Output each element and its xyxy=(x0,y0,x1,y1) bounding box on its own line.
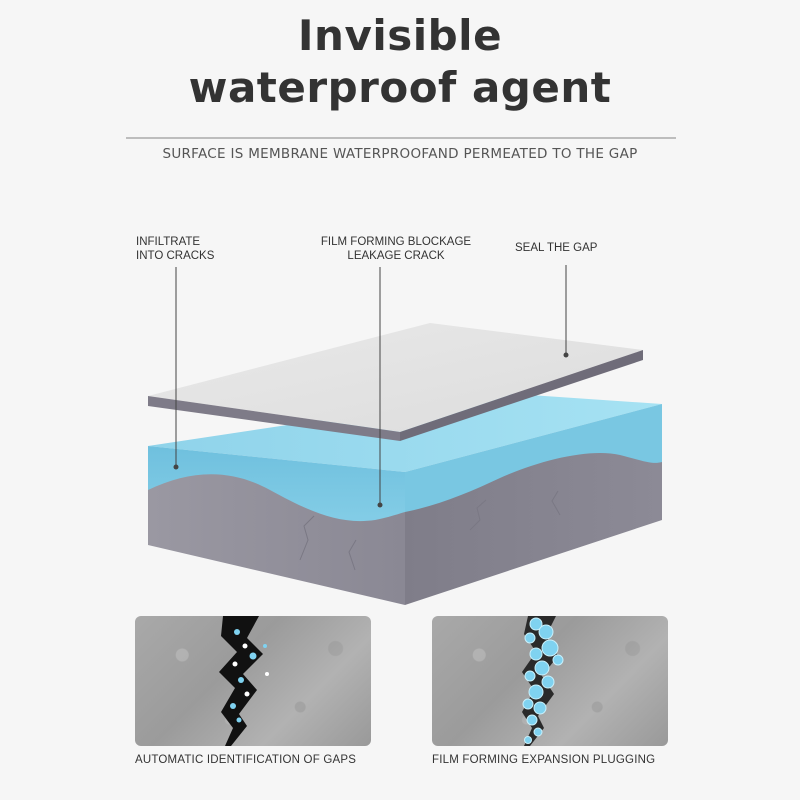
label-film-line-1: FILM FORMING BLOCKAGE xyxy=(320,236,472,248)
page-subtitle: SURFACE IS MEMBRANE WATERPROOFAND PERMEA… xyxy=(162,146,638,162)
crack-line xyxy=(299,515,315,561)
droplet xyxy=(234,629,240,635)
crack-line xyxy=(551,490,561,516)
water-layer-front xyxy=(148,446,405,540)
bubble xyxy=(538,624,554,640)
crack-panel-expansion xyxy=(432,616,668,746)
bubble xyxy=(522,698,534,710)
bubble xyxy=(529,617,543,631)
leader-dot-seal xyxy=(563,352,569,358)
label-infiltrate-line-1: INFILTRATE xyxy=(136,236,201,248)
bubble xyxy=(528,684,544,700)
divider-line xyxy=(126,137,676,139)
bubble xyxy=(534,660,550,676)
film-layer-front-edge xyxy=(148,396,400,441)
layer-diagram xyxy=(148,265,662,605)
droplet xyxy=(244,691,250,697)
bubble xyxy=(541,639,559,657)
bubble xyxy=(552,654,564,666)
crack-illustration-right xyxy=(522,616,564,746)
film-layer-side-edge xyxy=(400,350,643,441)
bubble xyxy=(524,736,532,744)
label-film-line-2: LEAKAGE CRACK xyxy=(347,250,445,262)
label-infiltrate-into-cracks: INFILTRATE INTO CRACKS xyxy=(136,235,246,263)
concrete-layer-side xyxy=(405,452,662,605)
leader-dot-film xyxy=(377,502,383,508)
label-film-forming: FILM FORMING BLOCKAGE LEAKAGE CRACK xyxy=(306,235,486,263)
crack-panel-identification xyxy=(135,616,371,746)
caption-automatic-identification: AUTOMATIC IDENTIFICATION OF GAPS xyxy=(135,754,357,766)
label-seal-the-gap: SEAL THE GAP xyxy=(515,242,598,254)
bubble xyxy=(526,714,538,726)
label-infiltrate-line-2: INTO CRACKS xyxy=(136,250,215,262)
bubble xyxy=(529,647,543,661)
film-layer-top xyxy=(148,323,643,432)
droplet xyxy=(238,677,244,683)
page-title-line-2: waterproof agent xyxy=(188,63,612,112)
bubble xyxy=(541,675,555,689)
crack-illustration-left xyxy=(219,616,269,746)
droplet xyxy=(230,703,236,709)
droplet xyxy=(232,661,238,667)
concrete-layer-front xyxy=(148,474,405,605)
droplet xyxy=(263,644,267,648)
droplet xyxy=(265,672,269,676)
crack-line xyxy=(348,539,357,571)
bubble-cluster xyxy=(522,617,564,744)
caption-film-forming-expansion: FILM FORMING EXPANSION PLUGGING xyxy=(432,754,656,766)
droplet xyxy=(236,717,242,723)
bubble xyxy=(533,701,547,715)
bubble xyxy=(524,632,536,644)
droplet xyxy=(249,652,257,660)
page-title-line-1: Invisible xyxy=(297,11,503,60)
bubble xyxy=(524,670,536,682)
bubble xyxy=(533,727,543,737)
droplet xyxy=(242,643,248,649)
leader-dot-infiltrate xyxy=(173,464,179,470)
crack-line xyxy=(469,499,487,531)
